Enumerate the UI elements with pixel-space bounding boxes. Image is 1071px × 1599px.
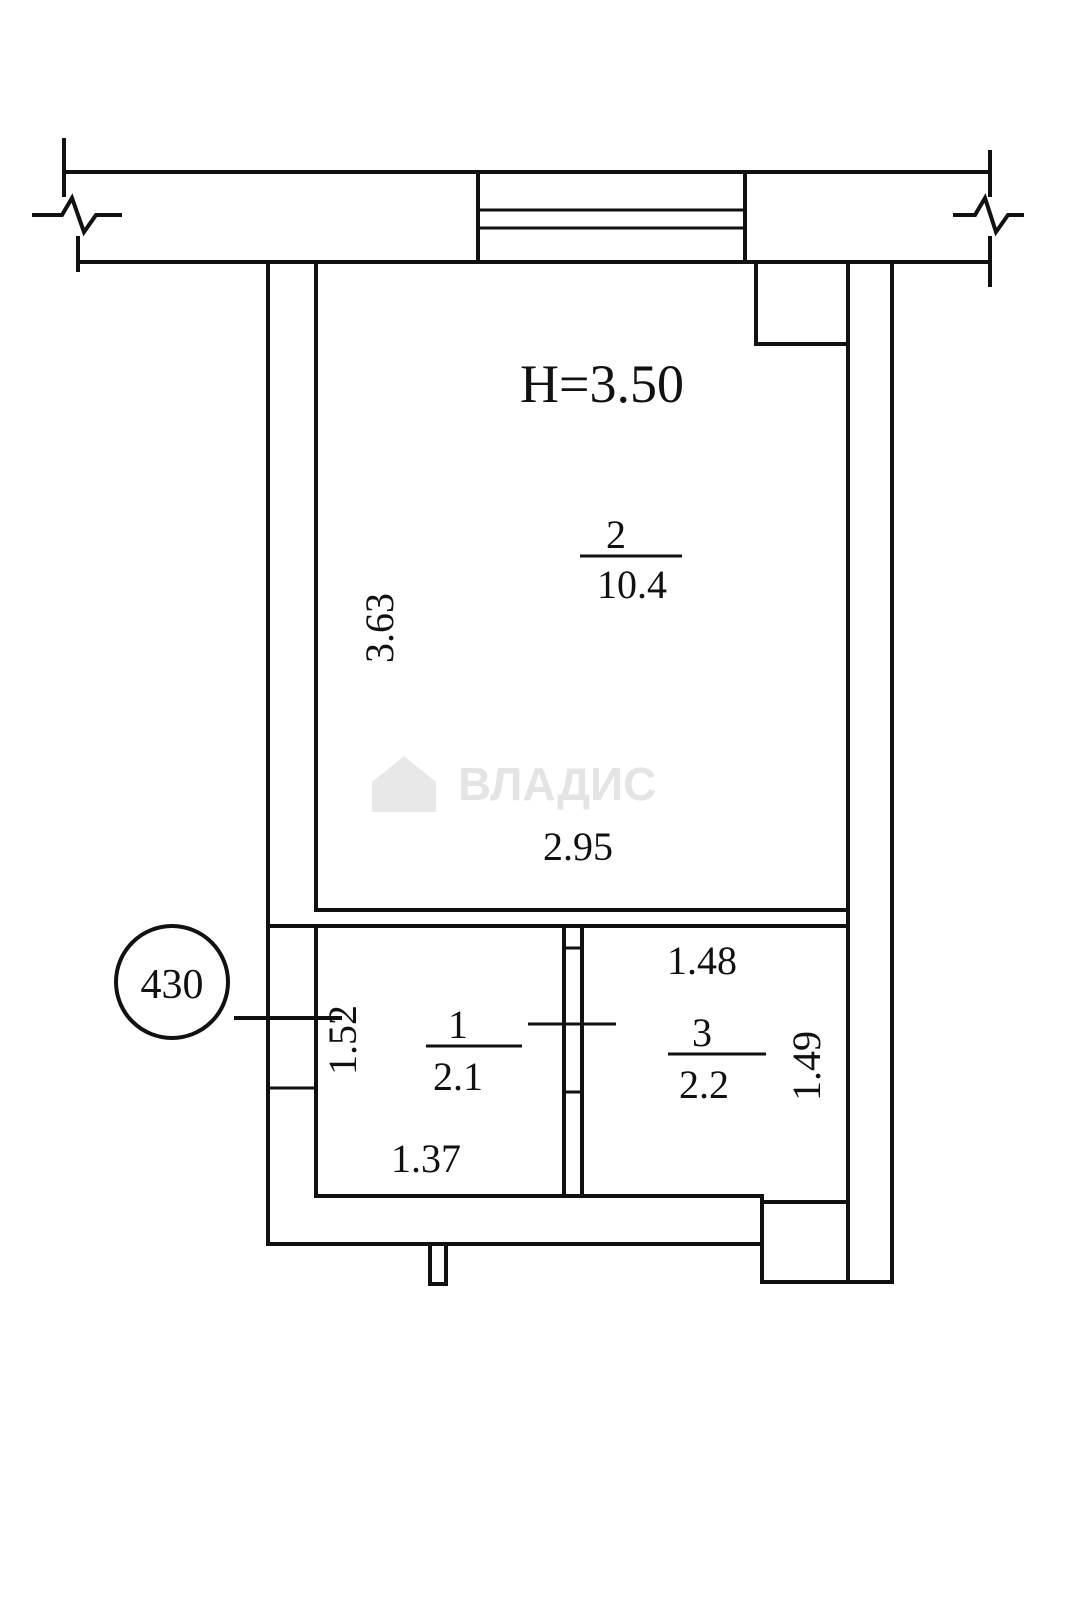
- room-1-height-dimension: 1.52: [320, 1005, 365, 1075]
- room-3-number: 3: [692, 1010, 712, 1055]
- room-1-width-dimension: 1.37: [391, 1136, 461, 1181]
- room-2-height-dimension: 3.63: [357, 593, 402, 663]
- unit-walls: [266, 260, 894, 1286]
- partition-vertical: [528, 924, 616, 1198]
- house-shield-icon: [372, 756, 436, 812]
- window: [476, 170, 747, 264]
- entrance-door: [234, 924, 342, 1198]
- watermark-brand: ВЛАДИС: [458, 758, 656, 810]
- apartment-number: 430: [141, 962, 204, 1008]
- room-2-area: 10.4: [597, 562, 667, 607]
- room-3-width-dimension: 1.48: [667, 938, 737, 983]
- room-1-area: 2.1: [433, 1054, 483, 1099]
- room-2-width-dimension: 2.95: [543, 824, 613, 869]
- apartment-number-marker: 430: [114, 924, 230, 1040]
- room-1-number: 1: [448, 1002, 468, 1047]
- ventilation-shaft: [754, 260, 850, 346]
- watermark: ВЛАДИС: [372, 756, 656, 812]
- partition-horizontal: [266, 908, 850, 928]
- room-3-area: 2.2: [679, 1062, 729, 1107]
- ceiling-height: H=3.50: [520, 354, 684, 414]
- break-mark-left: [32, 193, 122, 237]
- room-3-height-dimension: 1.49: [784, 1031, 829, 1101]
- room-2-number: 2: [606, 512, 626, 557]
- break-mark-right: [953, 193, 1024, 237]
- corridor-wall: [62, 138, 992, 287]
